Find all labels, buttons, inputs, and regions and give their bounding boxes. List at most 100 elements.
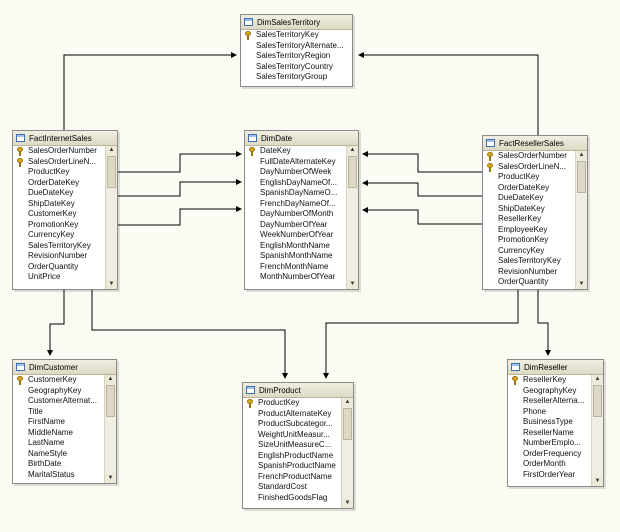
scroll-down-arrow-icon[interactable]: ▼ xyxy=(592,477,603,486)
table-title-bar[interactable]: DimCustomer xyxy=(13,360,116,375)
column-dimdate-9[interactable]: EnglishMonthName xyxy=(245,241,346,252)
scroll-up-arrow-icon[interactable]: ▲ xyxy=(342,398,353,407)
column-dimreseller-8[interactable]: OrderMonth xyxy=(508,459,591,470)
column-dimreseller-1[interactable]: GeographyKey xyxy=(508,386,591,397)
column-factinternetsales-0[interactable]: SalesOrderNumber xyxy=(13,146,105,157)
column-factresellersales-7[interactable]: EmployeeKey xyxy=(483,225,575,236)
column-dimdate-1[interactable]: FullDateAlternateKey xyxy=(245,157,346,168)
column-dimproduct-6[interactable]: SpanishProductName xyxy=(243,461,341,472)
column-dimproduct-1[interactable]: ProductAlternateKey xyxy=(243,409,341,420)
scroll-up-arrow-icon[interactable]: ▲ xyxy=(347,146,358,155)
scroll-down-arrow-icon[interactable]: ▼ xyxy=(105,474,116,483)
column-dimcustomer-0[interactable]: CustomerKey xyxy=(13,375,104,386)
column-dimsalesterritory-2[interactable]: SalesTerritoryRegion xyxy=(241,51,352,62)
column-dimreseller-9[interactable]: FirstOrderYear xyxy=(508,470,591,481)
column-dimdate-11[interactable]: FrenchMonthName xyxy=(245,262,346,273)
scroll-thumb[interactable] xyxy=(106,385,115,417)
column-factresellersales-4[interactable]: DueDateKey xyxy=(483,193,575,204)
column-dimsalesterritory-1[interactable]: SalesTerritoryAlternate... xyxy=(241,41,352,52)
column-dimproduct-8[interactable]: StandardCost xyxy=(243,482,341,493)
column-factresellersales-3[interactable]: OrderDateKey xyxy=(483,183,575,194)
scroll-thumb[interactable] xyxy=(343,408,352,440)
column-dimproduct-3[interactable]: WeightUnitMeasur... xyxy=(243,430,341,441)
column-factinternetsales-6[interactable]: CustomerKey xyxy=(13,209,105,220)
column-factinternetsales-9[interactable]: SalesTerritoryKey xyxy=(13,241,105,252)
column-factresellersales-5[interactable]: ShipDateKey xyxy=(483,204,575,215)
column-dimreseller-4[interactable]: BusinessType xyxy=(508,417,591,428)
column-dimdate-8[interactable]: WeekNumberOfYear xyxy=(245,230,346,241)
scroll-up-arrow-icon[interactable]: ▲ xyxy=(105,375,116,384)
column-factresellersales-12[interactable]: OrderQuantity xyxy=(483,277,575,288)
column-dimcustomer-8[interactable]: BirthDate xyxy=(13,459,104,470)
vertical-scrollbar[interactable]: ▲ ▼ xyxy=(591,375,603,486)
scroll-up-arrow-icon[interactable]: ▲ xyxy=(576,151,587,160)
vertical-scrollbar[interactable]: ▲ ▼ xyxy=(105,146,117,289)
column-dimproduct-5[interactable]: EnglishProductName xyxy=(243,451,341,462)
vertical-scrollbar[interactable]: ▲ ▼ xyxy=(575,151,587,289)
column-factinternetsales-8[interactable]: CurrencyKey xyxy=(13,230,105,241)
column-dimdate-10[interactable]: SpanishMonthName xyxy=(245,251,346,262)
column-dimreseller-0[interactable]: ResellerKey xyxy=(508,375,591,386)
column-dimcustomer-6[interactable]: LastName xyxy=(13,438,104,449)
column-dimcustomer-7[interactable]: NameStyle xyxy=(13,449,104,460)
vertical-scrollbar[interactable]: ▲ ▼ xyxy=(341,398,353,508)
column-factinternetsales-3[interactable]: OrderDateKey xyxy=(13,178,105,189)
table-title-bar[interactable]: FactInternetSales xyxy=(13,131,117,146)
table-title-bar[interactable]: DimDate xyxy=(245,131,358,146)
column-dimdate-3[interactable]: EnglishDayNameOf... xyxy=(245,178,346,189)
column-dimproduct-7[interactable]: FrenchProductName xyxy=(243,472,341,483)
column-factresellersales-2[interactable]: ProductKey xyxy=(483,172,575,183)
column-dimreseller-5[interactable]: ResellerName xyxy=(508,428,591,439)
column-factresellersales-8[interactable]: PromotionKey xyxy=(483,235,575,246)
scroll-up-arrow-icon[interactable]: ▲ xyxy=(592,375,603,384)
scroll-down-arrow-icon[interactable]: ▼ xyxy=(576,280,587,289)
column-dimdate-6[interactable]: DayNumberOfMonth xyxy=(245,209,346,220)
column-dimcustomer-4[interactable]: FirstName xyxy=(13,417,104,428)
column-dimproduct-9[interactable]: FinishedGoodsFlag xyxy=(243,493,341,504)
column-dimdate-5[interactable]: FrenchDayNameOf... xyxy=(245,199,346,210)
vertical-scrollbar[interactable]: ▲ ▼ xyxy=(346,146,358,289)
column-factinternetsales-5[interactable]: ShipDateKey xyxy=(13,199,105,210)
column-dimcustomer-3[interactable]: Title xyxy=(13,407,104,418)
scroll-down-arrow-icon[interactable]: ▼ xyxy=(106,280,117,289)
scroll-up-arrow-icon[interactable]: ▲ xyxy=(106,146,117,155)
column-dimcustomer-2[interactable]: CustomerAlternat... xyxy=(13,396,104,407)
scroll-thumb[interactable] xyxy=(593,385,602,417)
column-dimcustomer-9[interactable]: MaritalStatus xyxy=(13,470,104,481)
column-factinternetsales-1[interactable]: SalesOrderLineN... xyxy=(13,157,105,168)
column-dimsalesterritory-4[interactable]: SalesTerritoryGroup xyxy=(241,72,352,83)
column-dimdate-12[interactable]: MonthNumberOfYear xyxy=(245,272,346,283)
column-dimdate-2[interactable]: DayNumberOfWeek xyxy=(245,167,346,178)
column-factresellersales-9[interactable]: CurrencyKey xyxy=(483,246,575,257)
table-title-bar[interactable]: DimProduct xyxy=(243,383,353,398)
column-factresellersales-10[interactable]: SalesTerritoryKey xyxy=(483,256,575,267)
column-dimproduct-0[interactable]: ProductKey xyxy=(243,398,341,409)
scroll-down-arrow-icon[interactable]: ▼ xyxy=(342,499,353,508)
column-dimsalesterritory-3[interactable]: SalesTerritoryCountry xyxy=(241,62,352,73)
column-factinternetsales-2[interactable]: ProductKey xyxy=(13,167,105,178)
column-factresellersales-1[interactable]: SalesOrderLineN... xyxy=(483,162,575,173)
column-dimdate-0[interactable]: DateKey xyxy=(245,146,346,157)
column-dimcustomer-5[interactable]: MiddleName xyxy=(13,428,104,439)
column-factresellersales-11[interactable]: RevisionNumber xyxy=(483,267,575,278)
column-factinternetsales-12[interactable]: UnitPrice xyxy=(13,272,105,283)
column-dimproduct-4[interactable]: SizeUnitMeasureC... xyxy=(243,440,341,451)
column-dimsalesterritory-0[interactable]: SalesTerritoryKey xyxy=(241,30,352,41)
scroll-down-arrow-icon[interactable]: ▼ xyxy=(347,280,358,289)
column-factresellersales-0[interactable]: SalesOrderNumber xyxy=(483,151,575,162)
column-factinternetsales-7[interactable]: PromotionKey xyxy=(13,220,105,231)
table-title-bar[interactable]: DimReseller xyxy=(508,360,603,375)
scroll-thumb[interactable] xyxy=(348,156,357,188)
column-dimdate-4[interactable]: SpanishDayNameO... xyxy=(245,188,346,199)
table-title-bar[interactable]: FactResellerSales xyxy=(483,136,587,151)
column-factinternetsales-4[interactable]: DueDateKey xyxy=(13,188,105,199)
column-dimreseller-2[interactable]: ResellerAlterna... xyxy=(508,396,591,407)
vertical-scrollbar[interactable]: ▲ ▼ xyxy=(104,375,116,483)
column-dimreseller-7[interactable]: OrderFrequency xyxy=(508,449,591,460)
scroll-thumb[interactable] xyxy=(107,156,116,188)
table-title-bar[interactable]: DimSalesTerritory xyxy=(241,15,352,30)
